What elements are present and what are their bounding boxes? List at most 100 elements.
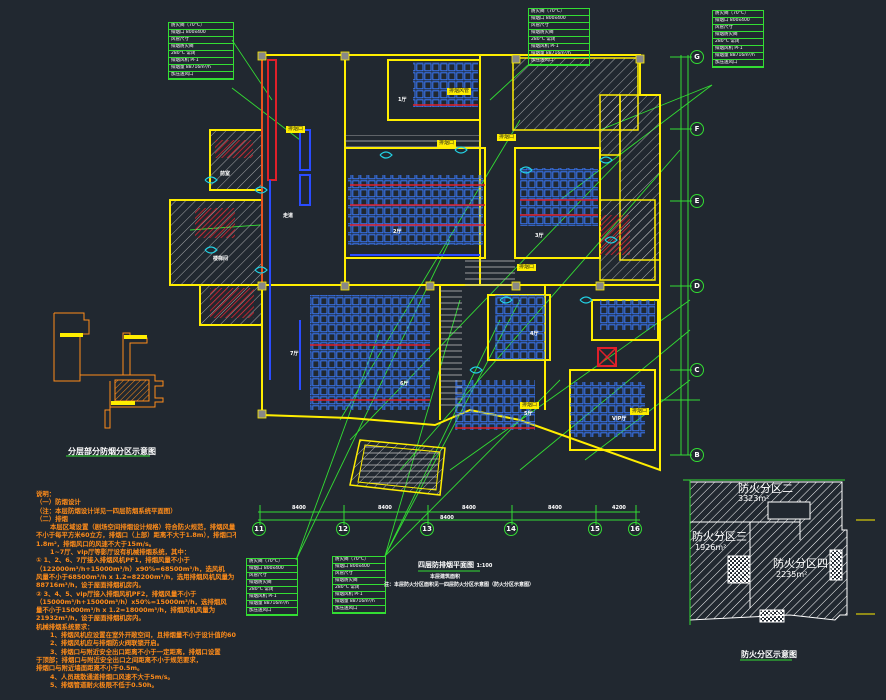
notes-line: 量不小于15000m³/h x 1.2=18000m³/h，排烟风机风量为 xyxy=(36,606,216,615)
annotation-row: 防火阀（70°C） xyxy=(247,559,297,566)
axis-bubble-13: 13 xyxy=(420,522,434,536)
axis-bubble-f: F xyxy=(690,122,704,136)
annotation-row: 排烟风机 PF1 xyxy=(169,58,233,65)
notes-line: 不小于每平方米60立方，排烟口（上部）距离不大于1.8m），排烟口不小于 xyxy=(36,531,236,540)
fire-zone-2-area: 3323m² xyxy=(738,494,770,503)
annotation-row: 防火阀（70°C） xyxy=(169,23,233,30)
annotation-row: 排烟风机 PF1 xyxy=(529,44,589,51)
annotation-row: 防火阀（70°C） xyxy=(333,557,385,564)
grid-lines xyxy=(258,55,692,525)
room-label: 6厅 xyxy=(400,381,409,387)
annotation-row: 排烟口 800x400 xyxy=(529,16,589,23)
annotation-table-3: 防火阀（70°C） 排烟口 800x400 风管尺寸 排烟防火阀 280°C 常… xyxy=(712,10,764,68)
room-label: 4厅 xyxy=(530,331,539,337)
annotation-row: 排烟量 88716m³/h xyxy=(169,65,233,72)
notes-line: ① 1、2、6、7厅接入排烟风机PF1，排烟风量不小于 xyxy=(36,556,190,565)
annotation-row: 风管尺寸 xyxy=(713,25,763,32)
tag-label: 排烟口 xyxy=(497,134,517,141)
design-notes: 说明： （一）防烟设计 （注：本层防烟设计详见一四层防烟系统平面图） （二）排烟… xyxy=(36,490,236,689)
tag-label: 排烟口 xyxy=(520,402,540,409)
annotation-row: 防火阀（70°C） xyxy=(713,11,763,18)
annotation-row: 排烟量 88716m³/h xyxy=(529,51,589,58)
annotation-row: 风管尺寸 xyxy=(333,571,385,578)
dimension-text: 8400 xyxy=(292,505,306,511)
annotation-row: 280°C 常闭 xyxy=(169,51,233,58)
annotation-row: 排烟防火阀 xyxy=(713,32,763,39)
dimension-text: 4200 xyxy=(612,505,626,511)
annotation-row: 加压送风口 xyxy=(529,58,589,65)
seating-areas xyxy=(310,62,655,437)
notes-requirement: 4、人员疏散通道排烟口风速不大于5m/s。 xyxy=(50,672,174,681)
annotation-row: 排烟防火阀 xyxy=(333,578,385,585)
notes-line: 本层区域设置（剧场空间排烟设计规格）符合防火规范，排烟风量 xyxy=(50,523,236,532)
room-label: 前室 xyxy=(220,171,231,177)
tag-label: 排烟口 xyxy=(437,140,457,147)
tag-label: 排烟口 xyxy=(517,264,537,271)
notes-line: ② 3、4、5、vip厅接入排烟风机PF2，排烟风量不小于 xyxy=(36,589,197,598)
annotation-row: 280°C 常闭 xyxy=(333,585,385,592)
annotation-row: 280°C 常闭 xyxy=(713,39,763,46)
main-drawing-title: 四层防排烟平面图 1:100 xyxy=(418,560,492,570)
annotation-row: 加压送风口 xyxy=(247,608,297,615)
stairs xyxy=(345,135,515,491)
axis-bubble-e: E xyxy=(690,194,704,208)
notes-line: 机械排烟系统要求： xyxy=(36,622,94,631)
dimension-text: 8400 xyxy=(378,505,392,511)
tag-label: 排烟口 xyxy=(286,126,306,133)
annotation-table-1: 防火阀（70°C） 排烟口 800x400 风管尺寸 排烟防火阀 280°C 常… xyxy=(168,22,234,80)
main-drawing-note: 注：本层防火分区面积见一四层防火分区示意图（防火分区示意图） xyxy=(384,582,535,588)
notes-line: 1~7厅、vip厅等影厅设有机械排烟系统，其中： xyxy=(50,548,191,557)
annotation-row: 280°C 常闭 xyxy=(247,587,297,594)
annotation-row: 加压送风口 xyxy=(169,72,233,79)
room-label: 7厅 xyxy=(290,351,299,357)
notes-requirement: 5、排烟管道耐火极限不低于0.50h。 xyxy=(50,680,158,689)
title-text: 四层防排烟平面图 xyxy=(418,561,474,569)
annotation-row: 排烟风机 PF1 xyxy=(333,592,385,599)
annotation-row: 排烟口 800x400 xyxy=(333,564,385,571)
notes-line: （15000m³/h+15000m³/h）x50%=15000m³/h，选排烟风 xyxy=(36,597,227,606)
room-label: 2厅 xyxy=(393,229,402,235)
room-label: 1厅 xyxy=(398,97,407,103)
fire-zone-3-area: 1926m² xyxy=(695,543,727,552)
annotation-row: 排烟风机 PF1 xyxy=(713,46,763,53)
annotation-row: 风管尺寸 xyxy=(529,23,589,30)
annotation-row: 加压送风口 xyxy=(333,606,385,613)
annotation-table-4: 防火阀（70°C） 排烟口 800x400 风管尺寸 排烟防火阀 280°C 常… xyxy=(246,558,298,616)
fire-zone-4-area: 2235m² xyxy=(776,570,808,579)
room-label: 5厅 xyxy=(524,411,533,417)
room-label: 3厅 xyxy=(535,233,544,239)
annotation-row: 风管尺寸 xyxy=(247,573,297,580)
annotation-row: 280°C 常闭 xyxy=(529,37,589,44)
annotation-row: 排烟风机 PF1 xyxy=(247,594,297,601)
fire-zone-2-name: 防火分区二 xyxy=(738,482,793,495)
annotation-table-5: 防火阀（70°C） 排烟口 800x400 风管尺寸 排烟防火阀 280°C 常… xyxy=(332,556,386,614)
notes-line: 88716m³/h，设于屋面排烟机房内。 xyxy=(36,581,145,590)
tag-label: 排烟口 xyxy=(630,408,650,415)
axis-bubble-d: D xyxy=(690,279,704,293)
axis-bubble-b: B xyxy=(690,448,704,462)
notes-requirement: 1、排烟风机应设置在室外开敞空间，且排烟量不小于设计值的60%。 xyxy=(50,631,236,640)
annotation-row: 排烟口 800x400 xyxy=(169,30,233,37)
axis-bubble-16: 16 xyxy=(628,522,642,536)
annotation-row: 风管尺寸 xyxy=(169,37,233,44)
annotation-row: 加压送风口 xyxy=(713,60,763,67)
axis-bubble-15: 15 xyxy=(588,522,602,536)
tag-label: 排烟风管 xyxy=(447,88,472,95)
notes-line: 21932m³/h，设于屋面排烟机房内。 xyxy=(36,614,145,623)
room-label: 走道 xyxy=(283,213,294,219)
fire-zone-diagram-title: 防火分区示意图 xyxy=(741,650,797,659)
notes-line: （二）排烟 xyxy=(36,514,68,523)
dimension-text: 8400 xyxy=(462,505,476,511)
axis-bubble-c: C xyxy=(690,363,704,377)
fire-zone-diagram xyxy=(683,479,875,625)
room-label: VIP厅 xyxy=(612,416,627,422)
axis-bubble-g: G xyxy=(690,50,704,64)
annotation-row: 排烟防火阀 xyxy=(169,44,233,51)
dimension-text: 8400 xyxy=(548,505,562,511)
annotation-row: 排烟口 800x400 xyxy=(247,566,297,573)
annotation-row: 防火阀（70°C） xyxy=(529,9,589,16)
annotation-row: 排烟防火阀 xyxy=(529,30,589,37)
annotation-row: 排烟量 88716m³/h xyxy=(333,599,385,606)
fire-zone-3-name: 防火分区三 xyxy=(692,530,747,543)
